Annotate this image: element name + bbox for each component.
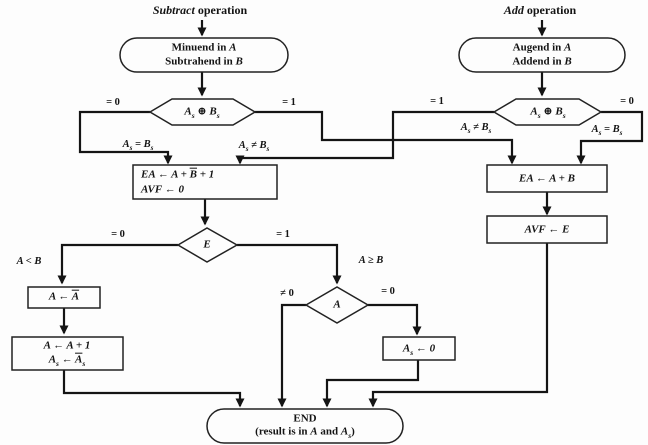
edge-e-eq1-to-a-diamond: [237, 243, 342, 285]
augend-oval-line2: Addend in B: [512, 55, 572, 68]
a-eq0-label: = 0: [381, 285, 395, 297]
increment-box-line1: A ← A + 1: [43, 339, 91, 352]
minuend-oval-line2: Subtrahend in B: [165, 55, 243, 68]
minuend-oval-shape: [119, 37, 289, 73]
signs-unequal-right-label: As ≠ Bs: [460, 121, 492, 136]
avf-box-label: AVF ← E: [524, 223, 570, 236]
xor-left-diamond-label: As ⊕ Bs: [184, 105, 220, 120]
add-magnitudes-box-shape: [486, 164, 608, 193]
edge-xor-left-eq1-to-add-box: [255, 110, 517, 165]
a-diamond-label: A: [333, 298, 341, 311]
subtract-magnitudes-line2: AVF ← 0: [141, 183, 184, 196]
signs-equal-right-label: As = Bs: [591, 123, 623, 138]
edge-sign-clear-to-end: [322, 360, 420, 408]
e-diamond-label: E: [203, 238, 211, 251]
edge-xor-right-eq0-to-add-box: [576, 110, 644, 165]
complement-box-label: A ← A: [48, 290, 80, 303]
xor-right-eq1-label: = 1: [430, 95, 444, 107]
augend-oval-shape: [458, 37, 626, 73]
xor-right-diamond-label: As ⊕ Bs: [530, 105, 566, 120]
signs-unequal-left-label: As ≠ Bs: [238, 139, 270, 154]
a-geq-b-label: A ≥ B: [358, 254, 384, 266]
xor-left-eq0-label: = 0: [106, 96, 120, 108]
subtract-magnitudes-line1: EA ← A + B + 1: [141, 168, 215, 181]
minuend-oval-line1: Minuend in A: [171, 41, 237, 54]
edge-avf-box-to-end: [368, 243, 549, 408]
e-eq1-label: = 1: [276, 228, 290, 240]
end-oval-line1: END: [293, 412, 317, 425]
sign-clear-box-shape: [382, 336, 456, 361]
e-diamond-shape: [176, 227, 239, 263]
subtract-operation-title: Subtract operation: [152, 3, 248, 18]
subtract-magnitudes-box-shape: [132, 164, 278, 200]
xor-right-diamond-shape: [492, 98, 603, 126]
a-neq0-label: ≠ 0: [280, 287, 294, 299]
xor-left-diamond-shape: [148, 98, 257, 126]
sign-clear-box-label: As ← 0: [402, 342, 436, 357]
xor-right-eq0-label: = 0: [620, 95, 634, 107]
edge-xor-left-eq0-to-subtract-box: [78, 110, 173, 165]
augend-oval-line1: Augend in A: [512, 41, 572, 54]
add-magnitudes-label: EA ← A + B: [519, 172, 575, 185]
e-eq0-label: = 0: [111, 228, 125, 240]
edge-a-neq0-to-end: [277, 303, 306, 408]
a-diamond-shape: [304, 286, 370, 324]
increment-box-shape: [11, 336, 124, 371]
signs-equal-left-label: As = Bs: [122, 138, 154, 153]
a-less-b-label: A < B: [16, 255, 42, 267]
xor-left-eq1-label: = 1: [282, 96, 296, 108]
end-oval-shape: [206, 408, 404, 444]
avf-box-shape: [486, 215, 608, 244]
edge-xor-right-eq1-to-subtract-box: [235, 110, 494, 165]
edge-a-eq0-to-sign-clear-box: [368, 303, 422, 336]
increment-box-line2: As ← As: [48, 353, 86, 368]
edge-e-eq0-to-complement-box: [57, 243, 178, 285]
add-operation-title: Add operation: [503, 3, 577, 18]
complement-box-shape: [27, 286, 101, 309]
end-oval-line2: (result is in A and As): [255, 425, 355, 440]
edge-increment-box-to-end: [62, 370, 245, 408]
